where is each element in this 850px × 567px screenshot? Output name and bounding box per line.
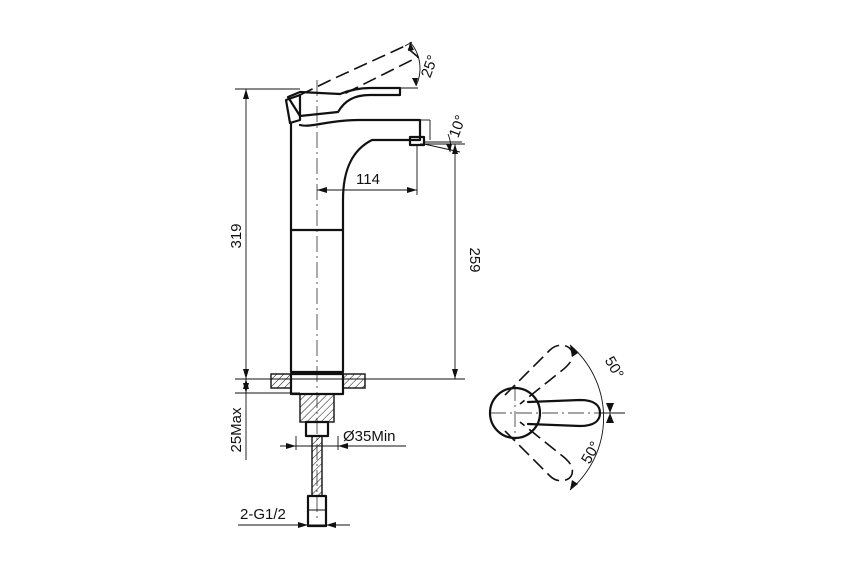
deck-plate-right: [342, 373, 366, 389]
hose-connection-label: 2-G1/2: [240, 506, 286, 523]
top-handle-rotated-down: [504, 421, 574, 482]
lever-raised-position: [299, 45, 420, 97]
faucet-body-outline: [289, 118, 422, 374]
deck-plate-left: [270, 373, 292, 389]
spout-height-label: 259: [466, 247, 483, 272]
rotation-arc: [569, 344, 604, 491]
hole-diameter-label: Ø35Min: [343, 428, 396, 445]
mounting-nut: [299, 393, 335, 423]
dim-spout-reach: 114: [317, 145, 418, 195]
dim-lever-angle: 25°: [400, 41, 442, 89]
rotation-upper-label: 50°: [601, 354, 627, 382]
spout-angle-label: 10°: [446, 113, 470, 140]
supply-hose: [311, 435, 323, 497]
handle-base: [284, 93, 302, 125]
hose-nut: [306, 494, 328, 528]
dim-hole-diameter: Ø35Min: [280, 428, 406, 450]
dim-deck-thickness: 25Max: [228, 379, 300, 460]
lever-handle: [286, 86, 402, 118]
deck-thickness-label: 25Max: [228, 407, 245, 453]
lever-angle-label: 25°: [418, 53, 442, 80]
dim-spout-height: 259: [452, 144, 483, 379]
top-view: 50° 50°: [488, 344, 627, 491]
side-view: [235, 45, 465, 528]
dim-spout-angle: 10°: [423, 113, 470, 153]
dim-hose-connection: 2-G1/2: [238, 506, 350, 528]
overall-height-label: 319: [228, 223, 245, 248]
dim-overall-height: 319: [228, 89, 249, 379]
top-body-circle: [488, 386, 542, 440]
spout-reach-label: 114: [356, 171, 380, 188]
